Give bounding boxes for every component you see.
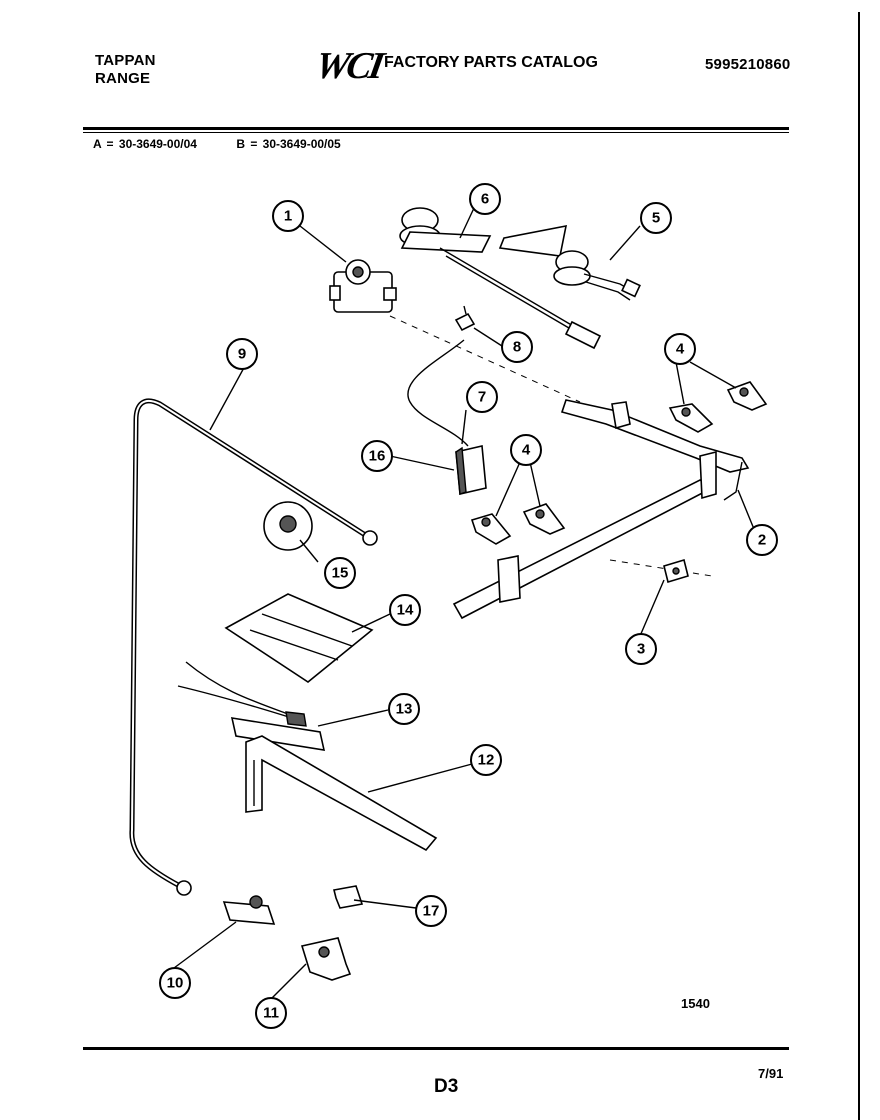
valve-pair-right [668,381,768,433]
callout-17: 17 [415,895,447,927]
callout-10: 10 [159,967,191,999]
oven-burner [245,735,438,852]
page-border [858,12,860,1120]
callout-12: 12 [470,744,502,776]
svg-text:10: 10 [167,975,184,992]
gas-valve [329,259,397,313]
appliance-type: RANGE [95,70,151,87]
callout-16: 16 [361,440,393,472]
heat-shield [224,593,374,683]
burner-left [399,207,602,350]
callout-3: 3 [625,633,657,665]
svg-text:7: 7 [478,389,486,406]
valve-pair-center [470,503,566,545]
header-rule-thin [83,132,789,133]
svg-text:8: 8 [513,339,521,356]
svg-text:2: 2 [758,532,766,549]
drawing-reference: 1540 [681,996,710,1011]
leader-lines [173,207,757,1001]
svg-text:4: 4 [676,341,685,358]
variant-a: A = 30-3649-00/04 [93,137,197,151]
callout-9: 9 [226,338,258,370]
svg-text:9: 9 [238,346,246,363]
ignition-wire [407,339,469,447]
svg-text:6: 6 [481,191,489,208]
svg-text:13: 13 [396,701,413,718]
callout-2: 2 [746,524,778,556]
page-code: D3 [434,1076,459,1097]
spring-clip [333,885,364,909]
orifice-clip [454,312,476,332]
callout-15: 15 [324,557,356,589]
svg-text:5: 5 [652,210,660,227]
svg-text:1: 1 [284,208,292,225]
callout-5: 5 [640,202,672,234]
date-code: 7/91 [758,1066,784,1081]
variant-b: B = 30-3649-00/05 [236,137,341,151]
svg-text:11: 11 [263,1005,279,1022]
callout-11: 11 [255,997,287,1029]
callout-14: 14 [389,594,421,626]
model-variants: A = 30-3649-00/04 B = 30-3649-00/05 [93,137,375,151]
brand-name: TAPPAN [95,52,156,69]
callout-7: 7 [466,381,498,413]
callout-8: 8 [501,331,533,363]
header-rule [83,127,789,130]
footer-rule [83,1047,789,1050]
catalog-title: FACTORY PARTS CATALOG [384,54,598,71]
callout-1: 1 [272,200,304,232]
callout-4b: 4 [510,434,542,466]
svg-text:12: 12 [478,752,495,769]
svg-text:14: 14 [397,602,414,619]
igniter-module [455,445,487,495]
assembly-axis-3 [609,559,713,577]
callout-13: 13 [388,693,420,725]
callout-6: 6 [469,183,501,215]
catalog-number: 5995210860 [705,56,791,73]
svg-text:4: 4 [522,442,531,459]
svg-text:3: 3 [637,641,645,658]
svg-text:17: 17 [423,903,440,920]
hex-nut [263,501,313,551]
assembly-axis [389,315,581,403]
svg-text:15: 15 [332,565,349,582]
oven-igniter [177,661,326,751]
burner-right [498,224,641,301]
callout-4a: 4 [664,333,696,365]
manifold-assembly [452,399,750,620]
oven-valve [222,895,276,925]
svg-text:16: 16 [369,448,386,465]
burner-bracket [300,937,352,981]
